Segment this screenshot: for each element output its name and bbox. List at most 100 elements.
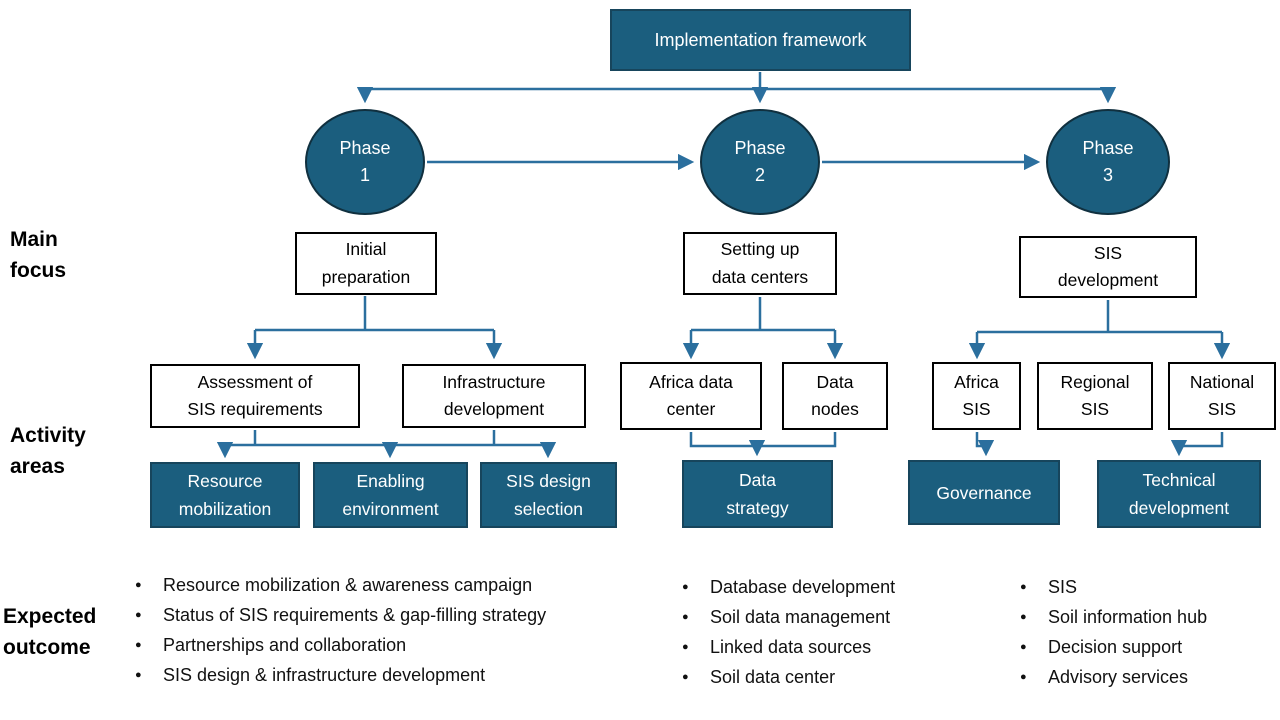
output-box-sis-design-selection: SIS design selection — [480, 462, 617, 528]
outcome-1-1: Resource mobilization & awareness campai… — [163, 575, 533, 595]
outcome-1-4: SIS design & infrastructure development — [163, 665, 486, 685]
outcome-2-1: Database development — [710, 577, 896, 597]
row-label-expected-outcome-line1: Expected — [3, 605, 97, 628]
outcome-2-2: Soil data management — [710, 607, 891, 627]
connector-africasis-governance — [975, 432, 995, 457]
focus-box-sis-development: SIS development — [1019, 236, 1197, 298]
activity-2a-line2: center — [666, 399, 716, 419]
outcome-item: ● Status of SIS requirements & gap-fillin… — [135, 600, 680, 630]
outcome-item: ● Partnerships and collaboration — [135, 630, 680, 660]
outcome-item: ● Advisory services — [1020, 662, 1275, 692]
activity-2a-line1: Africa data — [649, 371, 733, 392]
row-label-main-focus-line2: focus — [10, 259, 67, 282]
outcome-1-2: Status of SIS requirements & gap-filling… — [163, 605, 547, 625]
activity-box-africa-data-center: Africa data center — [620, 362, 762, 430]
bullet-icon: ● — [1020, 581, 1027, 593]
activity-box-africa-sis: Africa SIS — [932, 362, 1021, 430]
output-1a-line2: mobilization — [178, 499, 272, 519]
outcome-list-phase-2: ● Database development ● Soil data managem… — [682, 572, 982, 692]
focus-box-setting-up-data-centers: Setting up data centers — [683, 232, 837, 295]
focus-box-initial-preparation: Initial preparation — [295, 232, 437, 295]
activity-3a-line1: Africa — [954, 371, 999, 392]
output-box-resource-mobilization: Resource mobilization — [150, 462, 300, 528]
output-1c-line1: SIS design — [506, 471, 591, 491]
focus-3-line1: SIS — [1093, 242, 1123, 263]
output-2-line1: Data — [739, 470, 776, 490]
phase-3-label: Phase — [1082, 138, 1134, 158]
activity-3b-line2: SIS — [1080, 399, 1110, 419]
row-label-expected-outcome-line2: outcome — [3, 636, 91, 659]
phase-1-number: 1 — [359, 165, 370, 185]
row-label-activity-areas-line2: areas — [10, 455, 65, 478]
row-label-expected-outcome: Expected outcome — [3, 601, 96, 663]
focus-2-line1: Setting up — [720, 239, 800, 260]
output-1a-line1: Resource — [187, 471, 263, 491]
activity-1a-line1: Assessment of — [197, 371, 313, 392]
bullet-icon: ● — [1020, 641, 1027, 653]
output-box-enabling-environment: Enabling environment — [313, 462, 468, 528]
activity-box-national-sis: National SIS — [1168, 362, 1276, 430]
output-1b-line2: environment — [342, 499, 439, 519]
outcome-item: ●Linked data sources — [682, 632, 982, 662]
focus-2-line2: data centers — [711, 266, 809, 287]
phase-2-number: 2 — [754, 165, 765, 185]
bullet-icon: ● — [682, 671, 689, 683]
activity-box-infrastructure-development: Infrastructure development — [402, 364, 586, 428]
activity-box-data-nodes: Data nodes — [782, 362, 888, 430]
output-2-line2: strategy — [726, 498, 789, 518]
row-label-activity-areas-line1: Activity — [10, 424, 86, 447]
bullet-icon: ● — [1020, 611, 1027, 623]
output-1c-line2: selection — [513, 499, 584, 519]
focus-1-line1: Initial — [345, 239, 387, 260]
output-1b-line1: Enabling — [356, 471, 425, 491]
outcome-item: ● Soil data center — [682, 662, 982, 692]
connector-nationalsis-technical — [1170, 432, 1224, 457]
activity-box-assessment-sis-requirements: Assessment of SIS requirements — [150, 364, 360, 428]
activity-3b-line1: Regional — [1060, 371, 1130, 392]
outcome-1-3: Partnerships and collaboration — [163, 635, 407, 655]
output-3b-line2: development — [1128, 498, 1230, 518]
activity-3c-line2: SIS — [1207, 399, 1237, 419]
bullet-icon: ● — [1020, 671, 1027, 683]
connector-activity2-merge — [689, 432, 837, 448]
outcome-item: ●Resource mobilization & awareness campa… — [135, 570, 680, 600]
output-box-governance: Governance — [908, 460, 1060, 525]
outcome-item: ● Soil information hub — [1020, 602, 1275, 632]
phase-1-circle: Phase 1 — [305, 109, 425, 215]
outcome-item: ● Database development — [682, 572, 982, 602]
activity-2b-line2: nodes — [811, 399, 859, 419]
output-box-data-strategy: Data strategy — [682, 460, 833, 528]
row-label-main-focus: Main focus — [10, 224, 66, 286]
phase-3-number: 3 — [1102, 165, 1113, 185]
activity-1a-line2: SIS requirements — [187, 399, 323, 419]
bullet-icon: ● — [682, 611, 689, 623]
bullet-icon: ● — [135, 639, 142, 651]
outcome-list-phase-3: ● SIS ● Soil information hub ● Decision sup… — [1020, 572, 1275, 692]
activity-3a-line2: SIS — [962, 399, 991, 419]
bullet-icon: ● — [135, 609, 142, 621]
bullet-icon: ● — [682, 581, 689, 593]
outcome-3-3: Decision support — [1048, 637, 1183, 657]
focus-3-line2: development — [1057, 270, 1159, 290]
outcome-item: ● SIS — [1020, 572, 1275, 602]
outcome-3-1: SIS — [1048, 577, 1078, 597]
output-3a-line1: Governance — [936, 482, 1032, 503]
outcome-item: ●SIS design & infrastructure development — [135, 660, 680, 690]
activity-1b-line2: development — [443, 399, 545, 419]
title-text: Implementation framework — [654, 29, 867, 50]
phase-2-circle: Phase 2 — [700, 109, 820, 215]
activity-3c-line1: National — [1189, 371, 1255, 392]
outcome-3-4: Advisory services — [1048, 667, 1189, 687]
phase-2-label: Phase — [734, 138, 786, 158]
title-box: Implementation framework — [610, 9, 911, 71]
row-label-activity-areas: Activity areas — [10, 420, 86, 482]
outcome-3-2: Soil information hub — [1048, 607, 1208, 627]
outcome-2-4: Soil data center — [710, 667, 836, 687]
row-label-main-focus-line1: Main — [10, 228, 58, 251]
outcome-item: ● Soil data management — [682, 602, 982, 632]
bullet-icon: ● — [682, 641, 689, 653]
phase-1-label: Phase — [339, 138, 391, 158]
output-box-technical-development: Technical development — [1097, 460, 1261, 528]
output-3b-line1: Technical — [1142, 470, 1216, 490]
